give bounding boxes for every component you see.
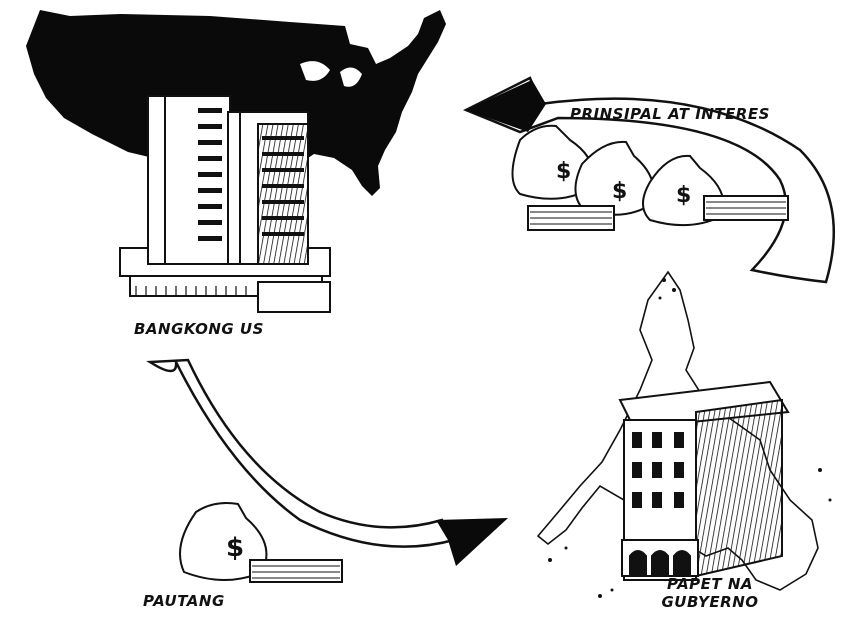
label-gov-line1: PAPET NA — [666, 575, 754, 593]
label-loan: PAUTANG — [143, 592, 225, 610]
repayment-arrow-head — [466, 80, 546, 132]
us-map-silhouette — [26, 10, 446, 196]
loan-arrow-head — [436, 518, 508, 566]
dollar-sign: $ — [556, 159, 571, 184]
great-lakes — [300, 61, 362, 87]
label-puppet-government: PAPET NA GUBYERNO — [640, 575, 780, 611]
label-us-bank: BANGKONG US — [134, 320, 264, 338]
loan-arrow — [146, 358, 456, 548]
us-bank-building — [119, 95, 331, 313]
dollar-sign: $ — [612, 179, 627, 204]
island-dots — [548, 278, 832, 598]
label-principal-interest: PRINSIPAL AT INTERES — [570, 105, 770, 123]
repayment-arrow — [462, 76, 836, 284]
government-building — [618, 380, 790, 581]
dollar-sign: $ — [226, 533, 244, 563]
label-gov-line2: GUBYERNO — [661, 593, 759, 611]
money-bags-top: $ $ $ — [511, 124, 789, 231]
money-bag-loan: $ — [179, 502, 343, 583]
dollar-sign: $ — [676, 183, 691, 208]
